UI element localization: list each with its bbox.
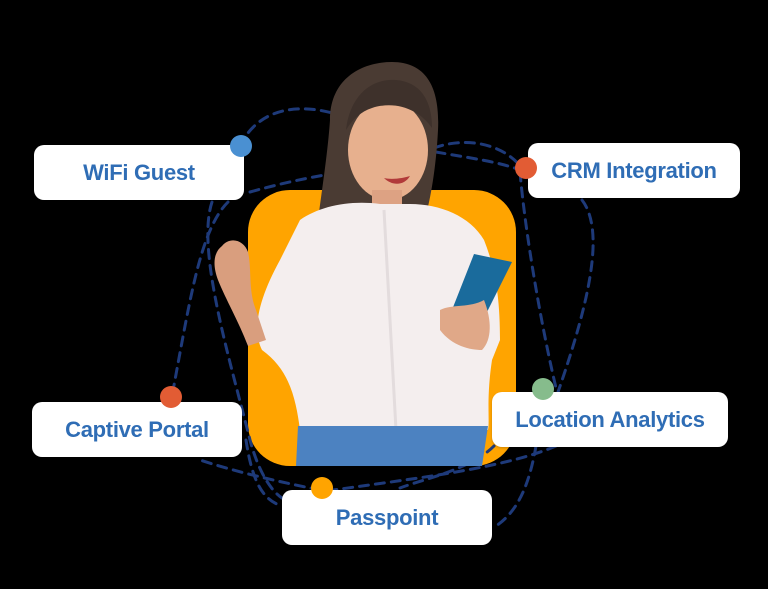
feature-card-location-analytics[interactable]: Location Analytics xyxy=(492,392,728,447)
blue-node-dot-icon xyxy=(230,135,252,157)
red-node-dot-icon xyxy=(160,386,182,408)
feature-label: CRM Integration xyxy=(551,157,717,183)
feature-label: Captive Portal xyxy=(65,416,209,442)
feature-label: Passpoint xyxy=(335,504,439,530)
feature-card-wifi-guest[interactable]: WiFi Guest xyxy=(34,145,244,200)
feature-card-passpoint[interactable]: Passpoint xyxy=(282,490,492,545)
feature-card-captive-portal[interactable]: Captive Portal xyxy=(32,402,242,457)
red-node-dot-icon xyxy=(515,157,537,179)
feature-label: Location Analytics xyxy=(515,406,705,432)
green-node-dot-icon xyxy=(532,378,554,400)
feature-card-crm-integration[interactable]: CRM Integration xyxy=(528,143,740,198)
feature-label: WiFi Guest xyxy=(83,159,195,185)
orange-node-dot-icon xyxy=(311,477,333,499)
